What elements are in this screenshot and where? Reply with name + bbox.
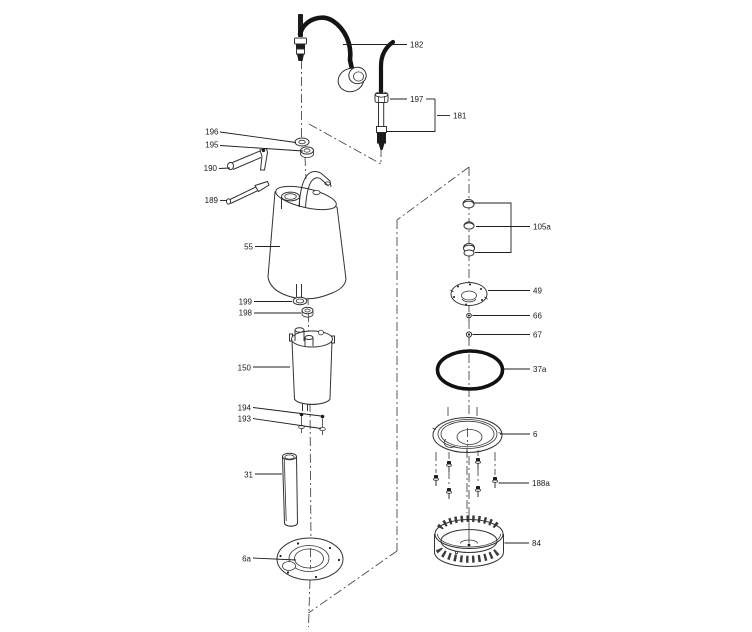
bolt [474, 458, 481, 469]
part-nut-195 [300, 146, 314, 158]
callout-182: 182 [410, 41, 424, 50]
callout-150: 150 [238, 364, 252, 373]
callout-labels: 182 197 181 196 195 190 189 55 199 198 1… [204, 41, 552, 564]
callout-190: 190 [204, 164, 218, 173]
callout-193: 193 [238, 415, 252, 424]
part-seal-plate-49 [450, 282, 488, 306]
part-cable-assembly-181 [374, 39, 396, 150]
leader-lines [218, 44, 530, 561]
part-handle-bar-190 [227, 147, 269, 171]
callout-67: 67 [533, 331, 542, 340]
callout-195: 195 [205, 141, 219, 150]
bolt [491, 477, 498, 488]
callout-197: 197 [410, 95, 424, 104]
part-power-cord-182 [294, 14, 367, 93]
part-nut-196 [294, 137, 310, 147]
callout-66: 66 [533, 312, 542, 321]
shaft-stem [296, 284, 302, 297]
part-washer-199 [292, 296, 308, 306]
motor-posts [294, 327, 324, 346]
part-tube-31 [281, 452, 299, 527]
bolt [432, 475, 439, 486]
callout-84: 84 [532, 539, 541, 548]
callout-31: 31 [244, 471, 253, 480]
callout-198: 198 [239, 309, 253, 318]
plug-face [337, 66, 367, 93]
bolt [445, 488, 452, 499]
part-screw-set-194-193 [298, 412, 326, 435]
callout-105a: 105a [533, 223, 551, 232]
part-housing-55 [267, 171, 347, 300]
part-cap-nuts-105a [462, 198, 475, 257]
part-motor-150 [289, 327, 335, 411]
bolt [474, 486, 481, 497]
callout-55: 55 [244, 243, 253, 252]
part-pin-189 [226, 180, 270, 205]
callout-181: 181 [453, 112, 467, 121]
part-plug-67 [465, 331, 473, 341]
part-oring-37a [435, 349, 505, 391]
part-bolts-188a [432, 449, 498, 513]
callout-37a: 37a [533, 365, 547, 374]
carry-handle [298, 171, 332, 208]
callout-189: 189 [205, 196, 219, 205]
part-plate-6a [276, 537, 344, 581]
callout-6: 6 [533, 430, 538, 439]
callout-188a: 188a [532, 479, 550, 488]
callout-199: 199 [239, 298, 253, 307]
callout-196: 196 [205, 128, 219, 137]
callout-194: 194 [238, 404, 252, 413]
part-fitting-197 [374, 91, 389, 103]
part-spacer-198 [301, 306, 314, 318]
part-base-6 [432, 417, 503, 453]
part-strainer-84 [434, 513, 504, 567]
part-plug-66 [466, 312, 472, 321]
bolt [445, 461, 452, 472]
callout-49: 49 [533, 287, 542, 296]
callout-6a: 6a [242, 555, 251, 564]
